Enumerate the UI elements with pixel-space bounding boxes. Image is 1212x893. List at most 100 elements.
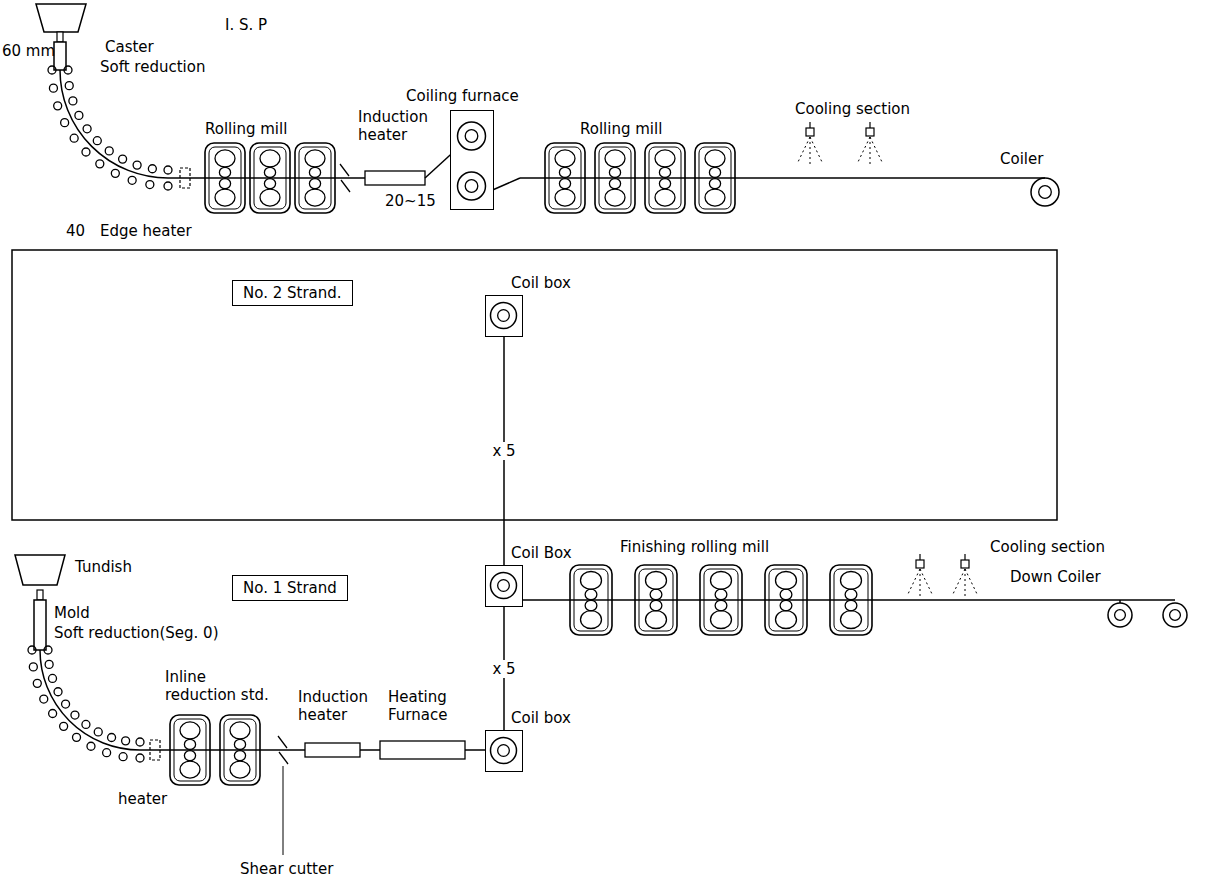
work-roll: [715, 600, 727, 611]
backup-roll: [555, 189, 575, 206]
mill-window: [209, 147, 241, 209]
part-label: 60 mm: [2, 42, 55, 60]
caster-roller: [62, 700, 70, 708]
caster-strand: [60, 70, 168, 178]
caster-roller: [49, 709, 57, 717]
mill-window: [699, 147, 731, 209]
spray-jet: [810, 137, 822, 162]
caster-roller: [40, 695, 48, 703]
backup-roll: [305, 150, 325, 167]
caster-roller: [54, 102, 62, 110]
work-roll: [845, 589, 857, 600]
coil-outer: [1163, 603, 1187, 627]
caster-roller: [49, 84, 57, 92]
backup-roll: [180, 722, 200, 739]
work-roll: [559, 179, 570, 189]
work-roll: [650, 600, 662, 611]
mill-window: [649, 147, 681, 209]
mill-housing: [830, 565, 872, 635]
caster-roller: [148, 165, 156, 173]
mold-symbol: [54, 42, 66, 70]
coil-inner: [1039, 186, 1052, 199]
backup-roll: [646, 571, 667, 589]
part-label: 20~15: [385, 192, 436, 210]
shear-symbol: [278, 736, 287, 748]
caster-roller: [164, 182, 172, 190]
caster-roller: [136, 738, 144, 746]
part-label: Shear cutter: [240, 860, 333, 878]
work-roll: [184, 739, 195, 749]
backup-roll: [260, 150, 280, 167]
coil-outer: [1031, 178, 1059, 206]
edge-heater-symbol: [150, 740, 160, 760]
coil-box: Coil box: [485, 295, 523, 337]
coil-outer: [491, 573, 517, 599]
mill-housing: [545, 143, 585, 213]
caster-roller: [70, 134, 78, 142]
backup-roll: [711, 571, 732, 589]
part-label: Soft reduction(Seg. 0): [54, 624, 219, 642]
caster-roller: [71, 711, 79, 719]
part-label: Down Coiler: [1010, 568, 1101, 586]
part-label: Coiler: [1000, 150, 1043, 168]
backup-roll: [305, 189, 325, 206]
mill-window: [639, 569, 673, 631]
caster-roller: [64, 66, 72, 74]
spray-pipe: [809, 122, 810, 128]
strand-box: No. 1 Strand: [232, 575, 348, 601]
work-roll: [234, 739, 245, 749]
work-roll: [234, 751, 245, 761]
part-label: Tundish: [75, 558, 132, 576]
mill-window: [574, 569, 608, 631]
backup-roll: [841, 571, 862, 589]
work-roll: [309, 179, 320, 189]
mill-housing: [700, 565, 742, 635]
coil-symbol: [486, 296, 524, 338]
spray-jet: [920, 569, 921, 596]
caster-roller: [73, 733, 81, 741]
caster-roller: [136, 754, 144, 762]
caster-roller: [48, 66, 56, 74]
part-label: heater: [118, 790, 167, 808]
backup-roll: [711, 611, 732, 629]
backup-roll: [646, 611, 667, 629]
mill-housing: [595, 143, 635, 213]
backup-roll: [776, 571, 797, 589]
spray-nozzle: [916, 560, 924, 568]
edge-label: x 5: [490, 660, 517, 678]
caster-roller: [103, 749, 111, 757]
work-roll: [609, 179, 620, 189]
coil-symbol: [486, 566, 524, 608]
caster-roller: [87, 742, 95, 750]
coil-inner: [1115, 610, 1126, 621]
strand-label: No. 2 Strand.: [243, 284, 342, 302]
work-roll: [659, 179, 670, 189]
mill-housing: [695, 143, 735, 213]
work-roll: [780, 600, 792, 611]
mill-housing: [635, 565, 677, 635]
backup-roll: [655, 189, 675, 206]
mill-window: [254, 147, 286, 209]
caster-strand: [40, 650, 140, 750]
box-heading: Coil Box: [511, 544, 572, 562]
caster-roller: [61, 119, 69, 127]
tundish-symbol: [15, 555, 65, 585]
work-roll: [309, 167, 320, 177]
backup-roll: [605, 189, 625, 206]
part-label: Cooling section: [795, 100, 910, 118]
caster-roller: [28, 646, 36, 654]
strand-label: No. 1 Strand: [243, 579, 337, 597]
caster-roller: [128, 176, 136, 184]
coil-box: Coil Box: [485, 565, 523, 607]
part-label: 40: [66, 222, 85, 240]
work-roll: [585, 600, 597, 611]
spray-jet: [810, 137, 811, 164]
backup-roll: [776, 611, 797, 629]
spray-jet: [920, 569, 932, 594]
caster-roller: [111, 169, 119, 177]
shear-symbol: [341, 180, 350, 192]
coil-inner: [498, 745, 510, 757]
part-label: Edge heater: [100, 222, 192, 240]
backup-roll: [841, 611, 862, 629]
strand-box: No. 2 Strand.: [232, 280, 353, 306]
